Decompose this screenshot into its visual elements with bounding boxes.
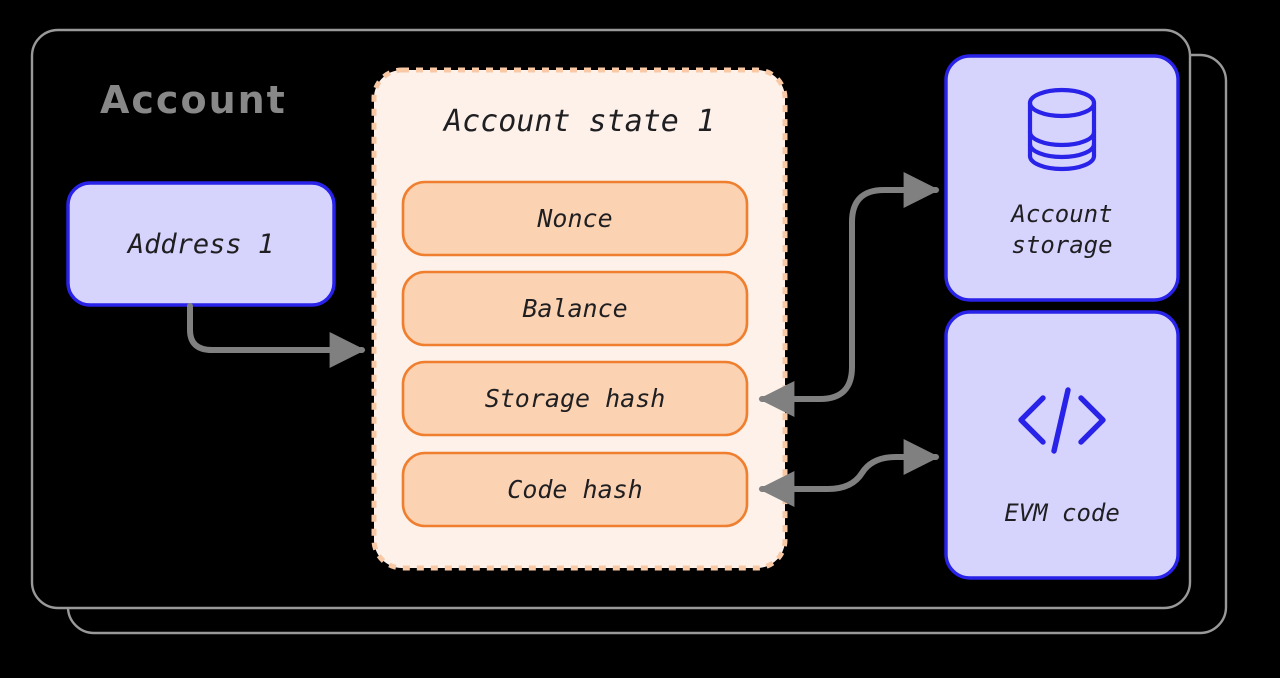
account-storage-node-shape[interactable] [944,54,1180,302]
state-field-shape-storage-hash[interactable] [401,360,749,437]
database-icon [1027,87,1097,172]
state-field-shape-nonce[interactable] [401,180,749,257]
code-icon [1018,387,1106,454]
connector-code-hash-to-evm-code [758,439,940,507]
address-node-shape[interactable] [66,181,336,307]
state-field-shape-balance[interactable] [401,270,749,347]
connector-storage-hash-to-account-storage [758,172,940,417]
page-title: Account [100,78,287,122]
connector-address-to-state [187,303,366,368]
state-field-shape-code-hash[interactable] [401,451,749,528]
evm-code-node-shape[interactable] [944,310,1180,580]
account-state-title: Account state 1 [444,104,715,139]
